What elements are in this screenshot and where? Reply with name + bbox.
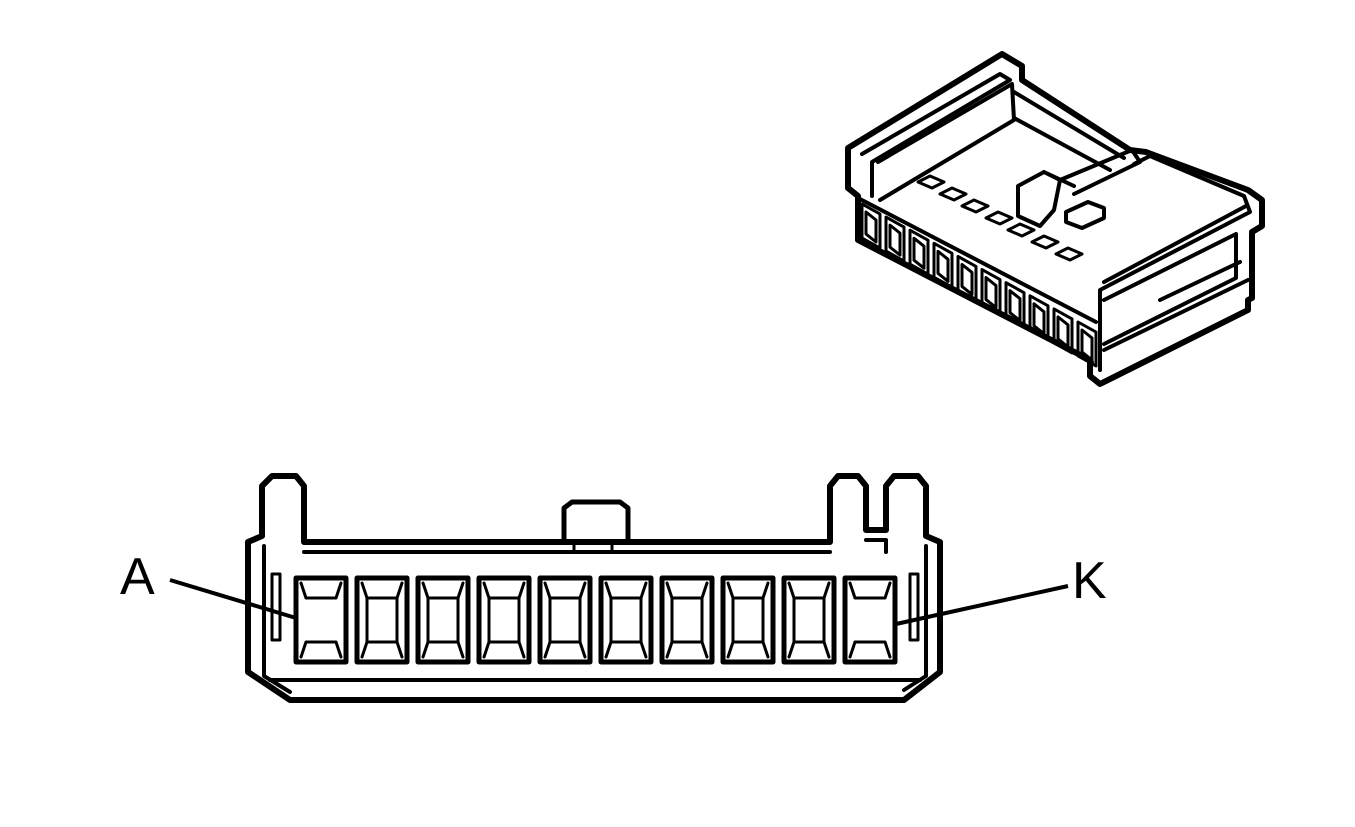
pin-terminal	[609, 596, 643, 644]
pin-cavity	[415, 575, 471, 665]
iso-pin-cavity	[956, 254, 978, 302]
pin-cavity-bevel	[787, 581, 831, 659]
pin-cavity-bevel	[421, 581, 465, 659]
iso-pin-cavity	[1052, 307, 1074, 355]
pin-terminal	[670, 596, 704, 644]
iso-pin-cavity	[1076, 320, 1098, 368]
connector-front-cavities	[860, 202, 1098, 368]
pin-cavity-bevel	[482, 581, 526, 659]
pin-cavity-frame	[781, 575, 837, 665]
pin-terminal	[792, 596, 826, 644]
iso-pin-cavity	[884, 215, 906, 263]
pin-cavity-bevel	[360, 581, 404, 659]
pin-cavity-bevel	[543, 581, 587, 659]
connector-isometric-view	[845, 51, 1265, 387]
pin-cavity	[842, 575, 898, 665]
housing-left-guide	[270, 572, 282, 642]
pin-cavity	[293, 575, 349, 665]
housing-inner-rail	[302, 538, 888, 554]
first-pin-label: A	[120, 548, 155, 606]
connector-face-view	[245, 473, 943, 703]
top-window	[1054, 246, 1084, 262]
pin-terminal	[848, 581, 892, 659]
pin-cavity	[720, 575, 776, 665]
first-pin-leader-line	[169, 578, 297, 620]
pin-cavities	[293, 575, 898, 665]
housing-outline	[245, 473, 943, 703]
connector-back-wall	[1012, 90, 1126, 172]
pin-terminal	[731, 596, 765, 644]
top-window	[1030, 234, 1060, 250]
pin-cavity	[598, 575, 654, 665]
housing-right-wall	[902, 544, 928, 692]
pin-cavity-frame	[293, 575, 349, 665]
top-window	[1006, 222, 1036, 238]
connector-latch	[1016, 148, 1142, 228]
pin-cavity-bevel	[604, 581, 648, 659]
iso-pin-cavity	[932, 241, 954, 289]
pin-cavity-frame	[842, 575, 898, 665]
last-pin-leader-line	[895, 584, 1069, 626]
iso-pin-cavity	[1004, 281, 1026, 329]
pin-cavity-frame	[537, 575, 593, 665]
top-window	[960, 198, 990, 214]
top-window	[916, 174, 946, 190]
pin-cavity	[659, 575, 715, 665]
pin-cavity-bevel	[665, 581, 709, 659]
pin-cavity-frame	[354, 575, 410, 665]
pin-terminal	[487, 596, 521, 644]
housing-left-wall	[262, 544, 292, 694]
top-window	[938, 186, 968, 202]
connector-left-rail	[860, 72, 1012, 198]
connector-top-windows	[916, 174, 1084, 262]
housing-right-guide	[908, 572, 920, 642]
pin-cavity-bevel	[726, 581, 770, 659]
iso-pin-cavity	[1028, 294, 1050, 342]
top-window	[984, 210, 1014, 226]
pin-cavity-frame	[415, 575, 471, 665]
pin-cavity-frame	[659, 575, 715, 665]
last-pin-label: K	[1072, 552, 1107, 610]
pin-terminal	[426, 596, 460, 644]
pin-terminal	[299, 581, 343, 659]
pin-cavity	[781, 575, 837, 665]
pin-terminal	[548, 596, 582, 644]
connector-left-rail-inner	[876, 82, 1016, 202]
pin-cavity	[354, 575, 410, 665]
connector-right-side	[1102, 232, 1250, 352]
iso-pin-cavity	[860, 202, 882, 250]
housing-latch	[561, 499, 631, 545]
iso-pin-cavity	[980, 268, 1002, 316]
housing-latch-base	[572, 540, 614, 554]
pin-cavity-frame	[476, 575, 532, 665]
connector-right-rail	[1098, 154, 1252, 372]
connector-latch-button	[1064, 200, 1106, 230]
pin-cavity	[476, 575, 532, 665]
iso-pin-cavity	[908, 228, 930, 276]
pin-cavity-frame	[598, 575, 654, 665]
pin-terminal	[365, 596, 399, 644]
pin-cavity	[537, 575, 593, 665]
pin-cavity-frame	[720, 575, 776, 665]
